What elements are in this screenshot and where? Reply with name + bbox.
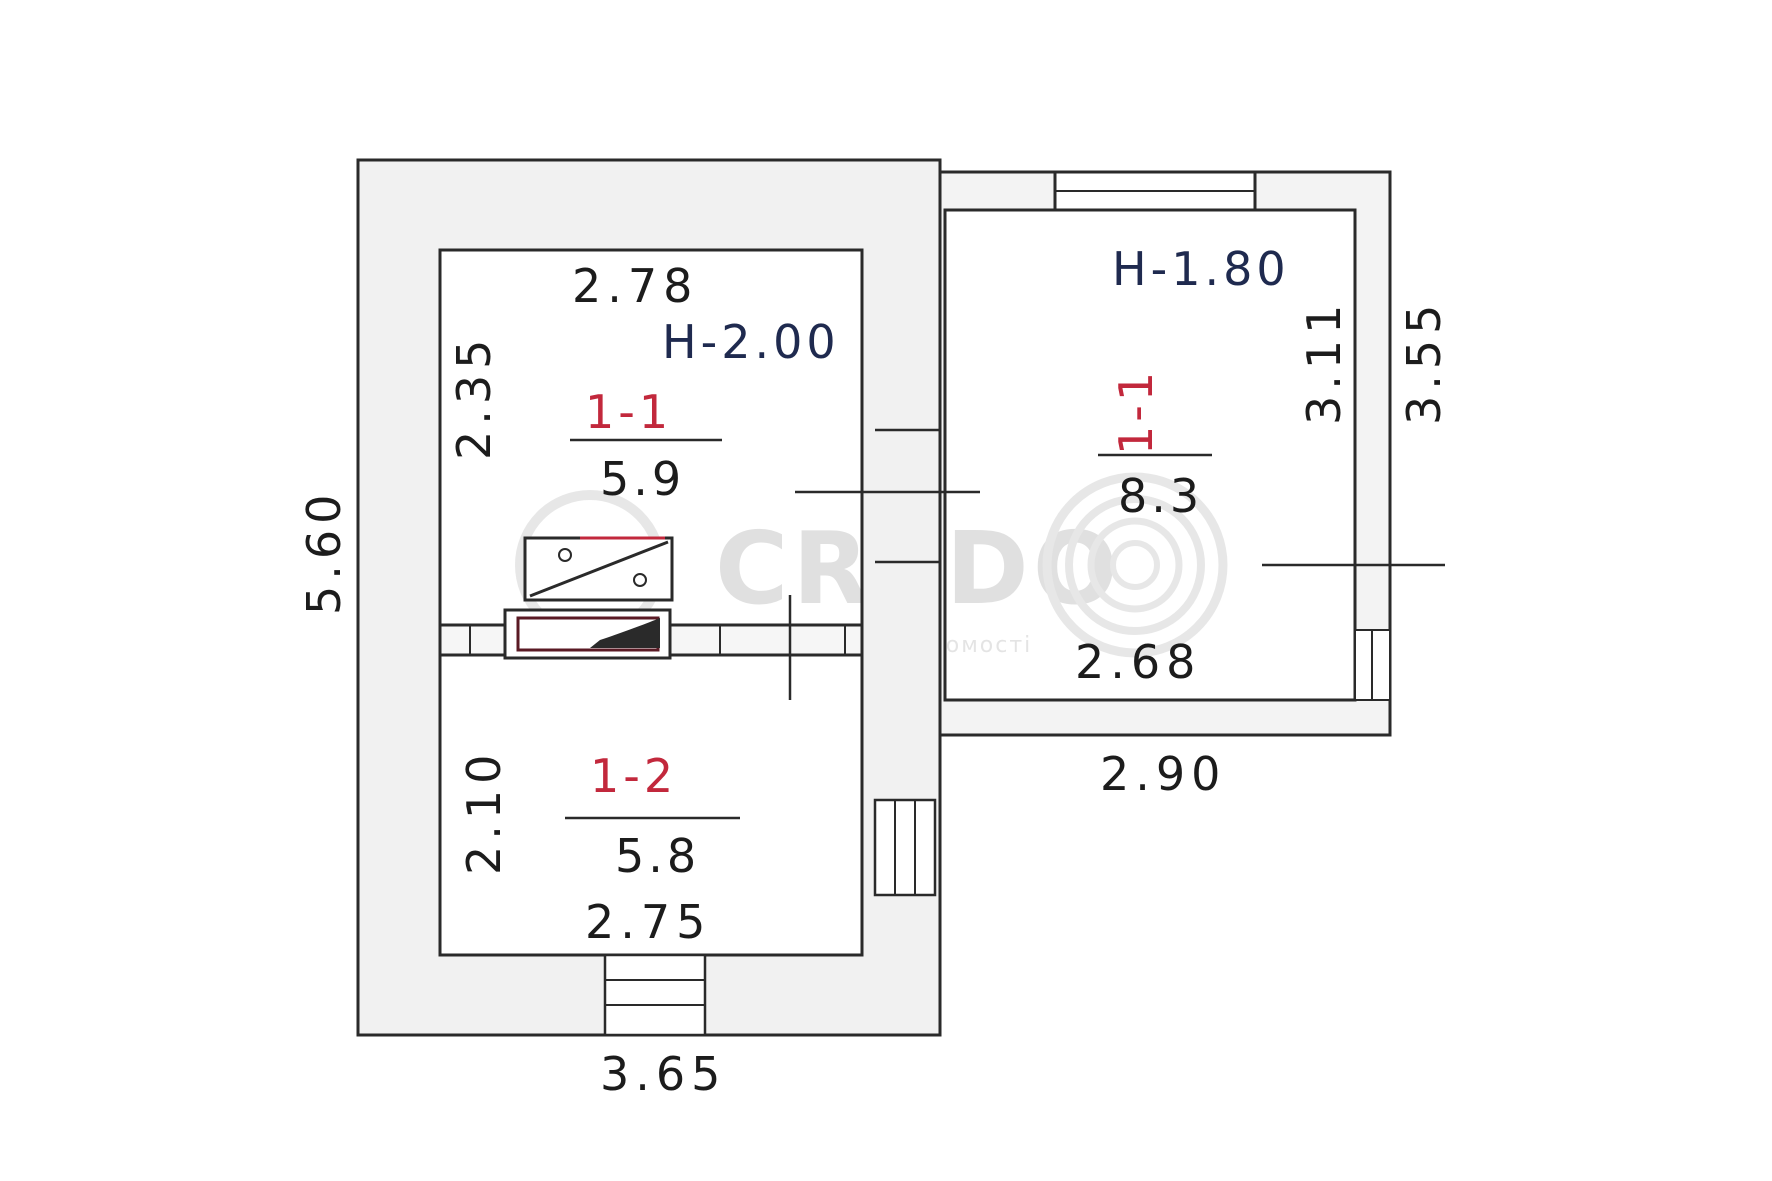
side-steps bbox=[873, 798, 937, 897]
overall-length: 5.60 bbox=[297, 489, 351, 615]
fixtures bbox=[503, 428, 1445, 1037]
room-1-1-number: 1-1 bbox=[585, 385, 672, 439]
room-1-2-width: 2.75 bbox=[585, 895, 711, 949]
main-block-wall bbox=[356, 158, 942, 1037]
room-1-2-number: 1-2 bbox=[590, 749, 677, 803]
stove-firebox-fill bbox=[590, 618, 660, 648]
room-1-1-height: H-2.00 bbox=[662, 315, 840, 369]
room-annex-length: 3.11 bbox=[1297, 299, 1351, 425]
watermark-target-ring-1 bbox=[1042, 472, 1228, 658]
overall-dimensions: 5.60 3.65 3.55 2.90 bbox=[297, 299, 1451, 1101]
overall-width-bottom: 3.65 bbox=[600, 1047, 726, 1101]
room-1-2-length: 2.10 bbox=[457, 749, 511, 875]
room-1-1-area: 5.9 bbox=[600, 452, 685, 506]
watermark-target-ring-3 bbox=[1087, 517, 1183, 613]
room-1-2: 1-2 5.8 2.10 2.75 bbox=[457, 749, 740, 949]
room-annex-number: 1-1 bbox=[1109, 368, 1163, 455]
annex-length: 3.55 bbox=[1397, 299, 1451, 425]
room-1-1-length: 2.35 bbox=[447, 334, 501, 460]
room-annex-height: H-1.80 bbox=[1112, 242, 1290, 296]
room-1-annex: H-1.80 1-1 8.3 3.11 2.68 bbox=[1075, 242, 1351, 689]
annex-block bbox=[938, 170, 1392, 737]
bottom-steps bbox=[603, 953, 707, 1037]
annex-width: 2.90 bbox=[1100, 747, 1226, 801]
room-annex-area: 8.3 bbox=[1118, 469, 1203, 523]
watermark-target-ring-2 bbox=[1065, 495, 1205, 635]
room-1-1-width: 2.78 bbox=[572, 259, 698, 313]
stove-burner-1 bbox=[558, 548, 572, 562]
room-annex-width: 2.68 bbox=[1075, 635, 1201, 689]
room-1-2-area: 5.8 bbox=[615, 829, 700, 883]
watermark-target-ring-4 bbox=[1110, 540, 1160, 590]
stove-diagonal bbox=[529, 540, 669, 598]
stove-burner-2 bbox=[633, 573, 647, 587]
room-1-1: 2.78 H-2.00 2.35 1-1 5.9 bbox=[447, 259, 840, 506]
